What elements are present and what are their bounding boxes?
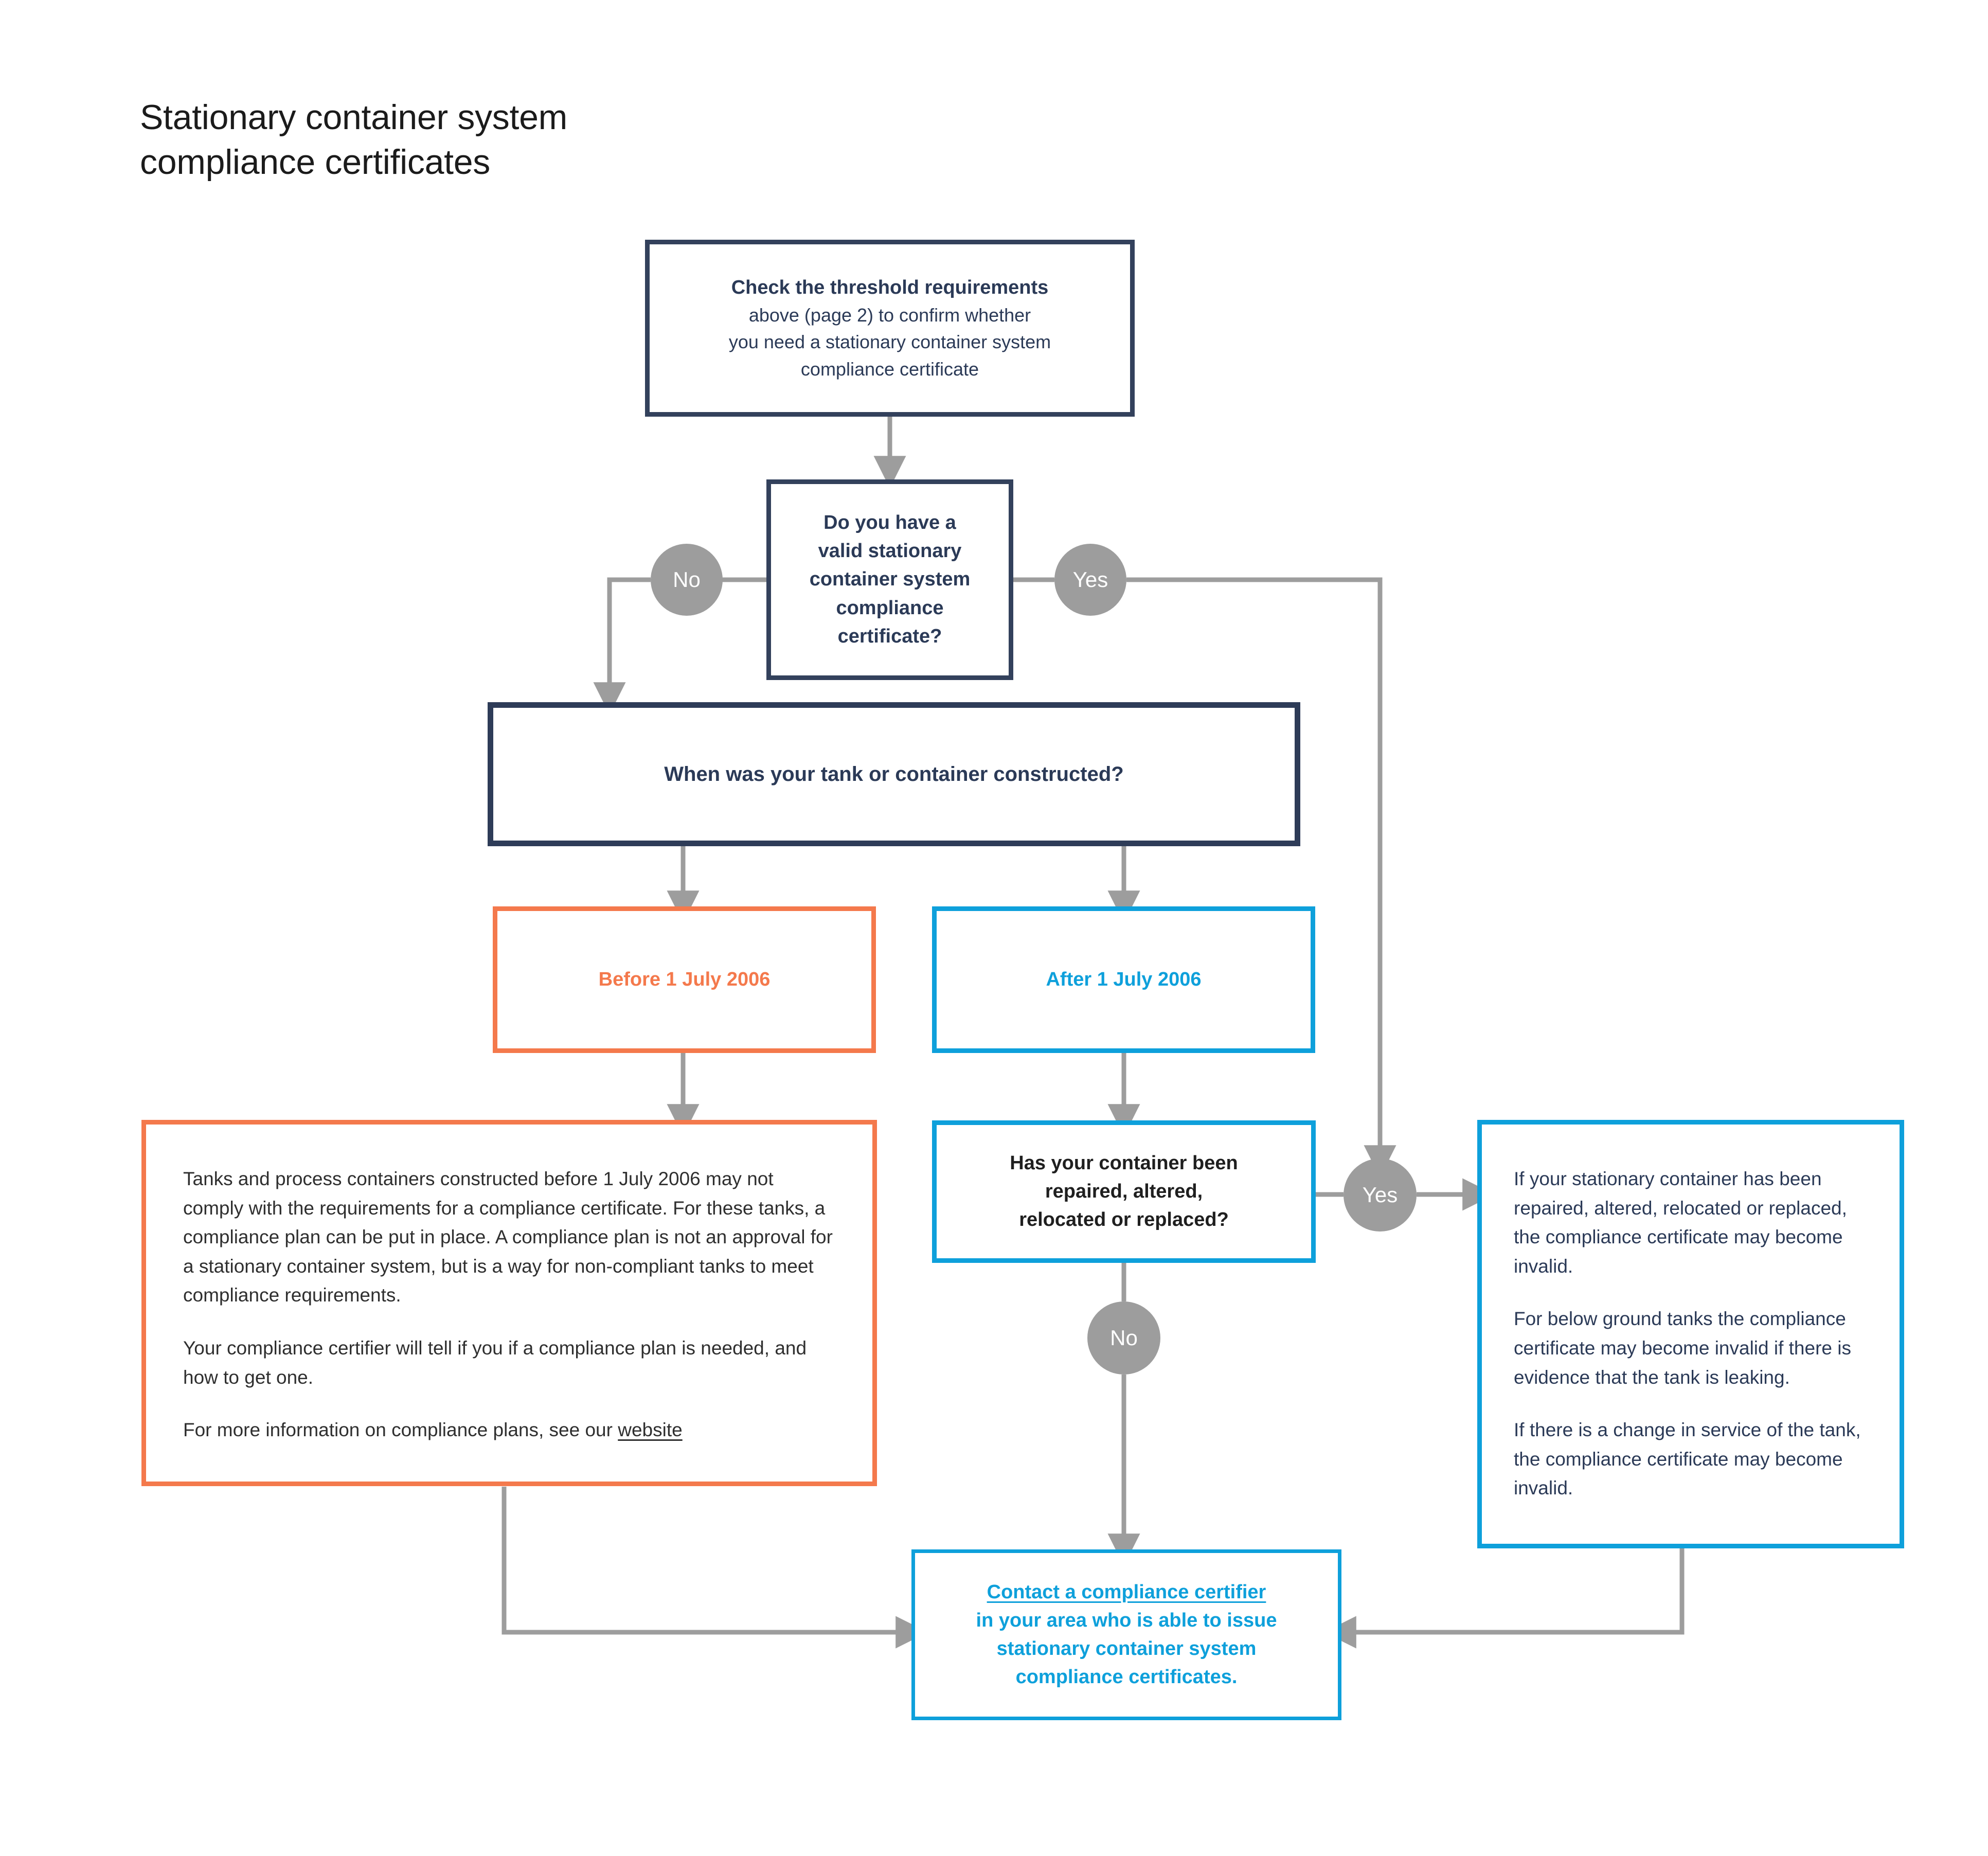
- decision-pill-yes-repaired: Yes: [1344, 1158, 1417, 1232]
- page-title: Stationary container system compliance c…: [140, 98, 567, 182]
- decision-pill-yes-repaired-label: Yes: [1362, 1183, 1398, 1207]
- node-contact-compliance-certifier: Contact a compliance certifier in your a…: [911, 1549, 1341, 1720]
- compliance-plan-paragraph-2: Your compliance certifier will tell if y…: [183, 1337, 807, 1388]
- after-1-july-2006-label: After 1 July 2006: [1046, 968, 1202, 990]
- wire-invalid-info-to-contact: [1323, 1548, 1685, 1649]
- certificate-invalid-paragraph-3: If there is a change in service of the t…: [1514, 1419, 1861, 1499]
- decision-pill-no-valid-cert: No: [651, 544, 723, 616]
- decision-pill-no-repaired: No: [1087, 1301, 1160, 1375]
- wire-yes-to-invalid-branch: [1126, 577, 1396, 1178]
- node-compliance-plan-information: Tanks and process containers constructed…: [141, 1120, 877, 1486]
- decision-pill-yes-valid-cert: Yes: [1054, 544, 1126, 616]
- decision-pill-no-repaired-label: No: [1110, 1326, 1138, 1350]
- before-1-july-2006-label: Before 1 July 2006: [598, 968, 771, 990]
- node-before-1-july-2006: Before 1 July 2006: [493, 906, 876, 1053]
- container-repaired-question-text: Has your container been repaired, altere…: [1010, 1152, 1238, 1231]
- wire-no-to-constructed: [593, 577, 651, 715]
- node-container-repaired-question: Has your container been repaired, altere…: [932, 1120, 1316, 1263]
- threshold-body: above (page 2) to confirm whether you ne…: [728, 305, 1051, 380]
- when-constructed-question-text: When was your tank or container construc…: [664, 763, 1124, 786]
- valid-certificate-question-text: Do you have a valid stationary container…: [809, 512, 971, 647]
- compliance-plan-paragraph-3: For more information on compliance plans…: [183, 1416, 835, 1445]
- node-when-constructed-question: When was your tank or container construc…: [488, 702, 1300, 846]
- wire-plan-info-to-contact: [502, 1487, 928, 1649]
- node-certificate-invalid-information: If your stationary container has been re…: [1477, 1120, 1904, 1548]
- node-after-1-july-2006: After 1 July 2006: [932, 906, 1315, 1053]
- node-valid-certificate-question: Do you have a valid stationary container…: [766, 479, 1013, 680]
- compliance-plan-paragraph-1: Tanks and process containers constructed…: [183, 1168, 833, 1306]
- decision-pill-yes-valid-cert-label: Yes: [1072, 567, 1108, 592]
- node-check-threshold-requirements: Check the threshold requirements above (…: [645, 240, 1135, 417]
- compliance-plan-website-link[interactable]: website: [618, 1419, 683, 1441]
- decision-pill-no-valid-cert-label: No: [673, 567, 701, 592]
- compliance-plan-link-prefix: For more information on compliance plans…: [183, 1419, 618, 1441]
- certificate-invalid-paragraph-1: If your stationary container has been re…: [1514, 1168, 1847, 1277]
- contact-compliance-certifier-link[interactable]: Contact a compliance certifier: [987, 1581, 1266, 1603]
- threshold-heading: Check the threshold requirements: [731, 277, 1049, 299]
- contact-compliance-certifier-body: in your area who is able to issue statio…: [976, 1609, 1277, 1688]
- certificate-invalid-paragraph-2: For below ground tanks the compliance ce…: [1514, 1308, 1851, 1388]
